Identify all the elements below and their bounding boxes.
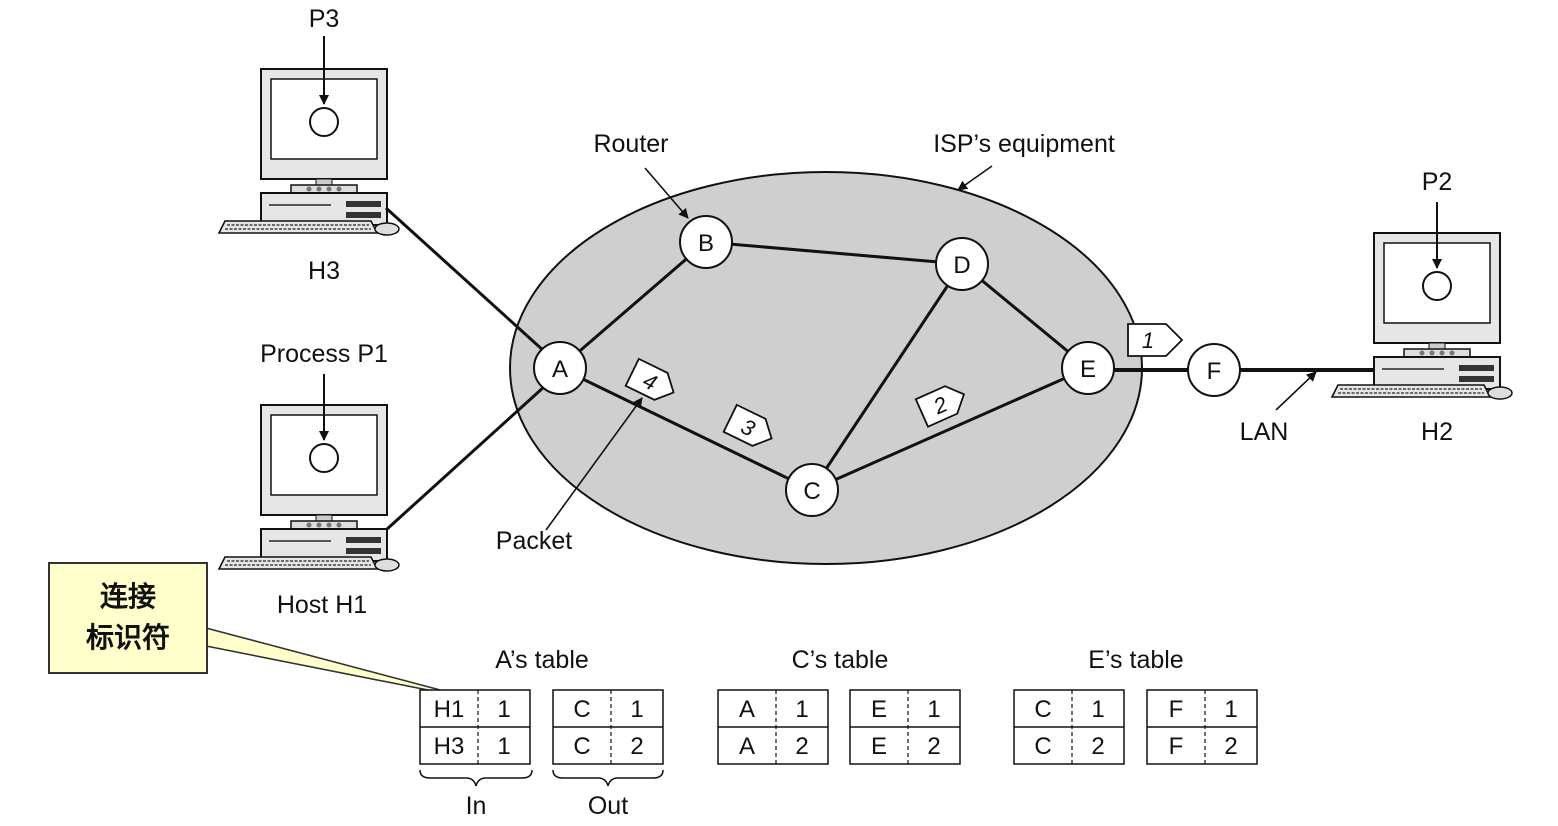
- process-p1-icon: [309, 374, 339, 473]
- host-h1-computer: [218, 404, 400, 572]
- table-cell-id: 1: [497, 696, 510, 723]
- table-cell-line: E: [871, 733, 887, 760]
- router-node-a: A: [533, 341, 587, 395]
- table-cell-id: 1: [1091, 696, 1104, 723]
- table-cell-line: F: [1169, 733, 1184, 760]
- links: [384, 206, 1374, 532]
- table-cell-id: 1: [795, 696, 808, 723]
- table-cell-line: C: [1034, 696, 1051, 723]
- router-pointer: [644, 167, 689, 219]
- router-node-f: F: [1187, 343, 1241, 397]
- node-f-label: F: [1207, 358, 1222, 385]
- table-cell-line: E: [871, 696, 887, 723]
- connection-id-callout: 连接 标识符: [48, 562, 208, 674]
- table-cell-id: 2: [630, 733, 643, 760]
- node-b-label: B: [698, 230, 714, 257]
- host-h1-label: Host H1: [277, 591, 367, 619]
- packet-label: Packet: [496, 527, 572, 555]
- lan-label: LAN: [1240, 418, 1289, 446]
- process-p3-icon: [309, 36, 339, 137]
- node-d-label: D: [953, 252, 970, 279]
- table-cell-line: H1: [434, 696, 465, 723]
- table-cell-line: C: [573, 733, 590, 760]
- node-c-label: C: [803, 478, 820, 505]
- table-cell-id: 1: [497, 733, 510, 760]
- router-node-e: E: [1061, 341, 1115, 395]
- h2-label: H2: [1421, 418, 1453, 446]
- router-label: Router: [593, 130, 668, 158]
- table-cell-id: 2: [1091, 733, 1104, 760]
- lan-pointer: [1275, 371, 1317, 411]
- packet-1-label: 1: [1142, 328, 1154, 353]
- c-table-title: C’s table: [792, 646, 889, 674]
- callout-pointer: [205, 626, 479, 701]
- p2-label: P2: [1422, 168, 1453, 196]
- table-cell-line: C: [573, 696, 590, 723]
- out-label: Out: [588, 792, 628, 820]
- table-cell-id: 2: [1224, 733, 1237, 760]
- packet-pointer: [545, 397, 643, 531]
- table-cell-line: A: [739, 733, 755, 760]
- packet-1: 1: [1127, 323, 1184, 357]
- process-p1-label: Process P1: [260, 340, 388, 368]
- table-cell-id: 1: [630, 696, 643, 723]
- p3-label: P3: [309, 5, 340, 33]
- table-cell-line: H3: [434, 733, 465, 760]
- router-node-b: B: [679, 215, 733, 269]
- table-cell-id: 2: [927, 733, 940, 760]
- router-node-c: C: [785, 463, 839, 517]
- out-brace: [552, 769, 664, 787]
- in-label: In: [466, 792, 487, 820]
- in-brace: [419, 769, 533, 787]
- table-cell-line: C: [1034, 733, 1051, 760]
- a-table-title: A’s table: [495, 646, 589, 674]
- callout-line-1: 连接: [99, 580, 156, 614]
- table-cell-id: 1: [927, 696, 940, 723]
- table-cell-line: A: [739, 696, 755, 723]
- packet-3: 3: [722, 403, 773, 447]
- h3-label: H3: [308, 257, 340, 285]
- table-cell-id: 1: [1224, 696, 1237, 723]
- isp-label: ISP’s equipment: [933, 130, 1115, 158]
- host-h2-computer: [1331, 232, 1513, 400]
- table-cell-id: 2: [795, 733, 808, 760]
- node-e-label: E: [1080, 356, 1096, 383]
- router-node-d: D: [935, 237, 989, 291]
- host-h3-computer: [218, 68, 400, 236]
- packet-4: 4: [624, 357, 675, 401]
- node-a-label: A: [552, 356, 568, 383]
- callout-line-2: 标识符: [85, 621, 170, 654]
- e-table-title: E’s table: [1088, 646, 1183, 674]
- packet-2: 2: [914, 385, 966, 428]
- isp-pointer: [957, 165, 993, 191]
- process-p2-icon: [1422, 202, 1452, 301]
- table-cell-line: F: [1169, 696, 1184, 723]
